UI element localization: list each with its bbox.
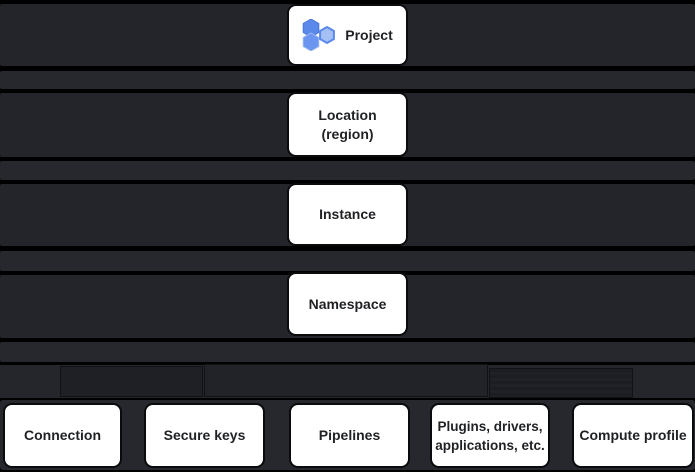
connection-chip: Connection bbox=[3, 403, 122, 468]
location-chip-label: Location (region) bbox=[318, 106, 377, 142]
namespace-chip: Namespace bbox=[287, 272, 408, 336]
secure-keys-chip-label: Secure keys bbox=[163, 427, 246, 443]
connection-chip-label: Connection bbox=[24, 427, 101, 443]
instance-level-body-band bbox=[0, 251, 695, 271]
project-level-body-band bbox=[0, 71, 695, 89]
pipelines-chip: Pipelines bbox=[289, 403, 410, 468]
sub-container-middle bbox=[204, 364, 488, 397]
namespace-level-body-band bbox=[0, 342, 695, 362]
project-chip-label: Project bbox=[345, 26, 393, 43]
sub-container-left bbox=[60, 366, 203, 397]
compute-profile-chip: Compute profile bbox=[572, 403, 694, 468]
project-hexagons-icon bbox=[302, 19, 336, 51]
location-level-body-band bbox=[0, 161, 695, 180]
plugins-drivers-applications-chip: Plugins, drivers, applications, etc. bbox=[430, 403, 550, 468]
location-chip: Location (region) bbox=[287, 92, 408, 157]
project-chip: Project bbox=[287, 4, 408, 66]
secure-keys-chip: Secure keys bbox=[144, 403, 265, 468]
compute-profile-chip-label: Compute profile bbox=[579, 427, 687, 443]
sub-container-right bbox=[489, 368, 633, 398]
namespace-chip-label: Namespace bbox=[308, 295, 387, 312]
instance-chip: Instance bbox=[287, 183, 408, 246]
pipelines-chip-label: Pipelines bbox=[318, 427, 381, 443]
instance-chip-label: Instance bbox=[319, 206, 376, 222]
plugins-chip-label: Plugins, drivers, applications, etc. bbox=[435, 418, 545, 453]
